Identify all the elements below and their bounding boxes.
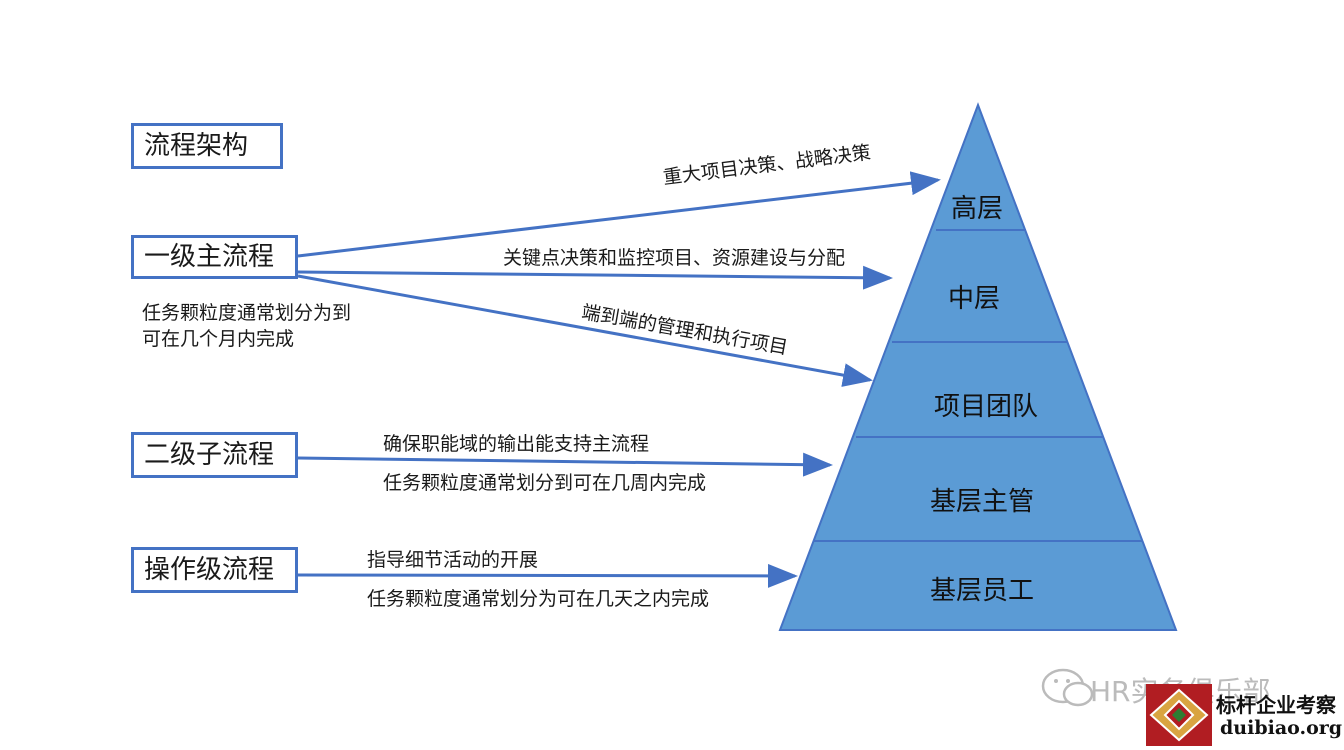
arrow-level1-to-top xyxy=(297,171,941,258)
arrow-label-op-2: 任务颗粒度通常划分为可在几天之内完成 xyxy=(367,588,710,610)
arrow-label-level2-1: 确保职能域的输出能支持主流程 xyxy=(383,433,650,455)
box-level1-main-process: 一级主流程 xyxy=(131,235,298,279)
arrow-level1-to-team xyxy=(297,274,873,387)
arrow-label-middle: 关键点决策和监控项目、资源建设与分配 xyxy=(503,247,846,269)
tier-label-project-team: 项目团队 xyxy=(934,392,1039,422)
arrow-operation-to-staff xyxy=(297,563,798,588)
tier-label-middle: 中层 xyxy=(948,284,1001,314)
arrow-level1-to-middle xyxy=(297,265,893,290)
box-level2-sub-process: 二级子流程 xyxy=(131,432,298,478)
tier-label-top: 高层 xyxy=(951,194,1004,224)
box-operation-process: 操作级流程 xyxy=(131,547,298,593)
tier-label-supervisor: 基层主管 xyxy=(930,487,1035,517)
arrow-label-level2-2: 任务颗粒度通常划分到可在几周内完成 xyxy=(383,472,707,494)
brand-name: 标杆企业考察 xyxy=(1216,693,1336,717)
arrow-label-op-1: 指导细节活动的开展 xyxy=(367,549,539,571)
pyramid xyxy=(778,102,1178,631)
arrow-level2-to-supervisor xyxy=(297,452,833,477)
tier-label-staff: 基层员工 xyxy=(930,576,1035,606)
brand-url: duibiao.org xyxy=(1220,717,1343,739)
box-process-architecture: 流程架构 xyxy=(131,123,283,169)
level1-note-line2: 可在几个月内完成 xyxy=(142,328,295,350)
level1-note-line1: 任务颗粒度通常划分为到 xyxy=(142,302,352,324)
